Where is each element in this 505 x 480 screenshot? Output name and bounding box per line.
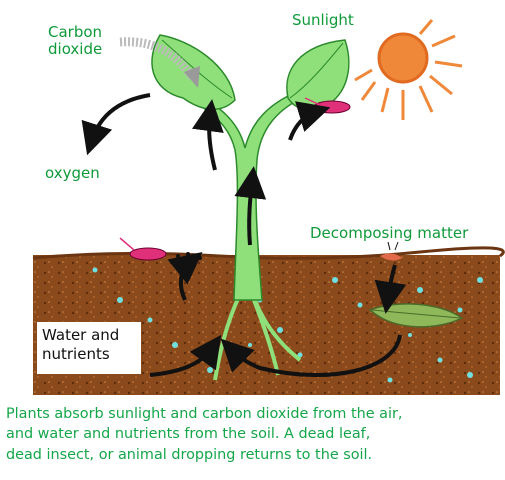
- caption: Plants absorb sunlight and carbon dioxid…: [6, 406, 403, 463]
- oxygen-label: oxygen: [45, 164, 100, 182]
- sun-icon: [354, 19, 463, 120]
- water-nutrients-box: Water and nutrients: [37, 322, 141, 374]
- arrow-icon: [81, 93, 407, 378]
- carbon-dioxide-label: Carbon dioxide: [48, 23, 103, 58]
- carbon-dioxide-arrow: [119, 37, 200, 88]
- water-nutrients-label: Water and nutrients: [42, 326, 120, 363]
- sunlight-label: Sunlight: [292, 11, 354, 29]
- decomposing-matter-label: Decomposing matter: [310, 224, 469, 242]
